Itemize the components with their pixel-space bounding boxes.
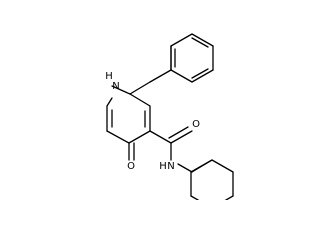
bond [177, 163, 193, 173]
bond [211, 159, 234, 173]
molecule-structure: H N O O N H [105, 33, 234, 200]
bond [191, 33, 214, 47]
bond [191, 37, 209, 48]
bond [106, 130, 130, 144]
bond [170, 33, 193, 47]
atom-label-h-amide: H [159, 161, 167, 172]
bond [111, 85, 131, 95]
molecule-canvas: H N O O N H [105, 33, 234, 200]
bond [170, 69, 193, 83]
bond [128, 130, 151, 144]
bond [106, 97, 113, 107]
bond [224, 195, 234, 200]
bond [190, 159, 213, 173]
atom-label-n-ring: N [112, 81, 119, 92]
bond [149, 69, 172, 83]
bond [149, 130, 172, 144]
atom-label-n-amide: N [167, 161, 174, 172]
atom-label-h-ring: H [105, 71, 113, 82]
bond [190, 195, 200, 200]
bond [170, 130, 193, 144]
bond [191, 69, 214, 83]
bond [129, 93, 151, 107]
atom-label-o-amide: O [192, 119, 200, 130]
bond [168, 126, 189, 139]
bond [129, 81, 151, 95]
bond [191, 68, 209, 79]
atom-label-o-ketone: O [127, 161, 135, 172]
